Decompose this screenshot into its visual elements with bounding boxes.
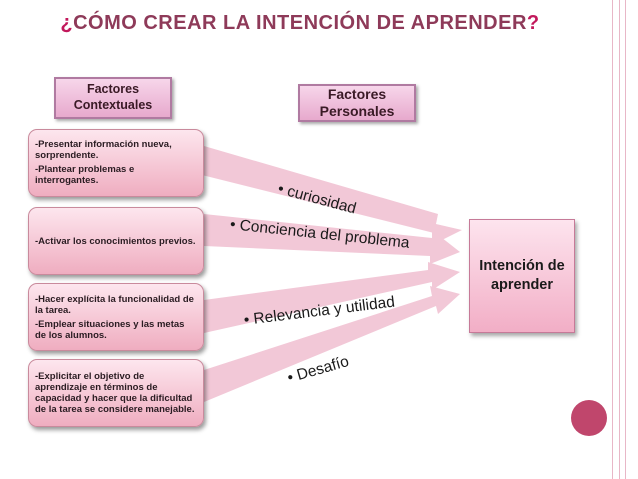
decorative-line bbox=[619, 0, 620, 479]
decorative-line bbox=[625, 0, 626, 479]
context-box-4: -Explicitar el objetivo de aprendizaje e… bbox=[28, 359, 204, 427]
title-question-open: ¿ bbox=[60, 12, 74, 34]
arrow-conciencia bbox=[204, 214, 460, 264]
context-line: -Emplear situaciones y las metas de los … bbox=[35, 318, 185, 341]
arrow-relevancia bbox=[204, 262, 460, 333]
arrow-curiosidad bbox=[202, 146, 462, 243]
context-box-1: -Presentar información nueva, sorprenden… bbox=[28, 129, 204, 197]
header-contextual-factors: Factores Contextuales bbox=[54, 77, 172, 119]
context-line: -Hacer explícita la funcionalidad de la … bbox=[35, 293, 194, 316]
decorative-line bbox=[612, 0, 613, 479]
header-personal-factors: Factores Personales bbox=[298, 84, 416, 122]
context-line: -Activar los conocimientos previos. bbox=[35, 235, 196, 247]
context-box-3: -Hacer explícita la funcionalidad de la … bbox=[28, 283, 204, 351]
arrow-desafio bbox=[204, 286, 460, 402]
target-box-intencion: Intención de aprender bbox=[469, 219, 575, 333]
decorative-circle bbox=[571, 400, 607, 436]
context-line: -Presentar información nueva, sorprenden… bbox=[35, 139, 172, 161]
context-line: -Plantear problemas e interrogantes. bbox=[35, 164, 135, 186]
context-line: -Explicitar el objetivo de aprendizaje e… bbox=[35, 371, 195, 415]
page-title: ¿Cómo crear la intención de aprender? bbox=[0, 12, 600, 35]
context-box-2: -Activar los conocimientos previos. bbox=[28, 207, 204, 275]
title-question-close: ? bbox=[526, 12, 540, 34]
title-text: Cómo crear la intención de aprender bbox=[73, 12, 527, 34]
